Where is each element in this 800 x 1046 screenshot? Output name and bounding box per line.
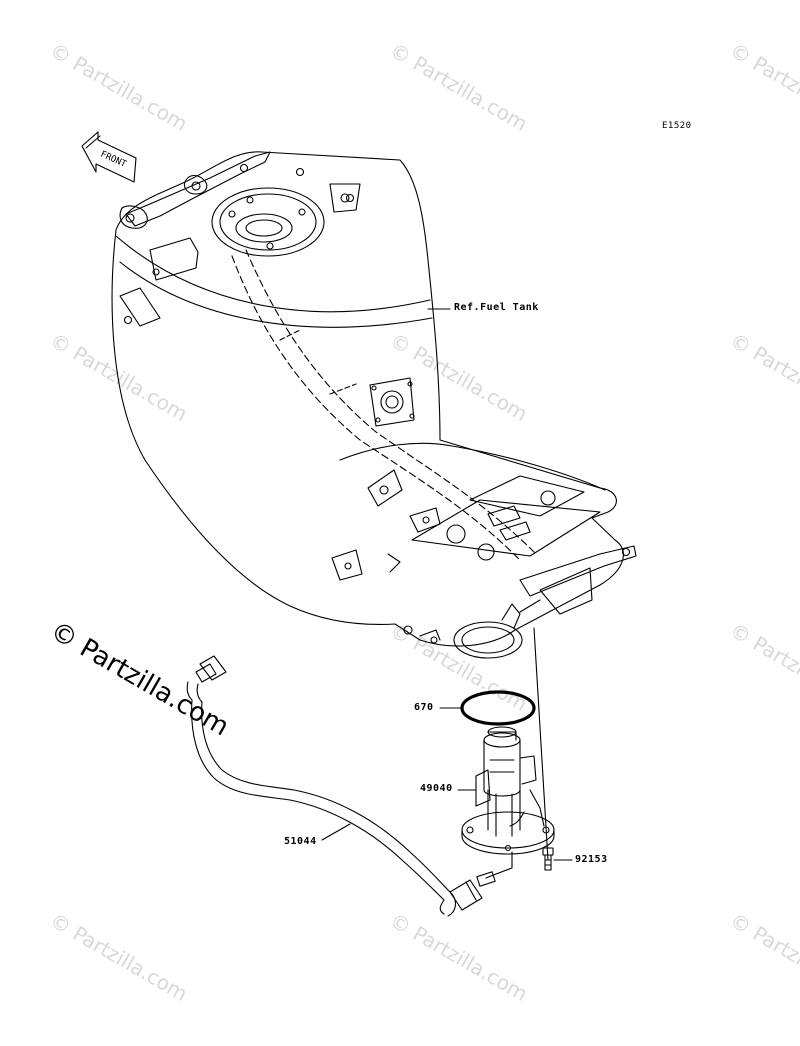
fuel-tank (111, 151, 637, 659)
part-label-49040: 49040 (420, 783, 453, 794)
front-arrow-icon (81, 131, 137, 183)
diagram-code: E1520 (662, 121, 692, 131)
part-label-fuel-tank: Ref.Fuel Tank (454, 302, 539, 313)
part-label-51044: 51044 (284, 836, 317, 847)
fuel-pump (461, 726, 555, 887)
part-label-670: 670 (414, 702, 434, 713)
fuel-hose (186, 655, 483, 917)
part-label-92153: 92153 (575, 854, 608, 865)
o-ring (460, 690, 536, 726)
leader-lines (321, 308, 573, 861)
